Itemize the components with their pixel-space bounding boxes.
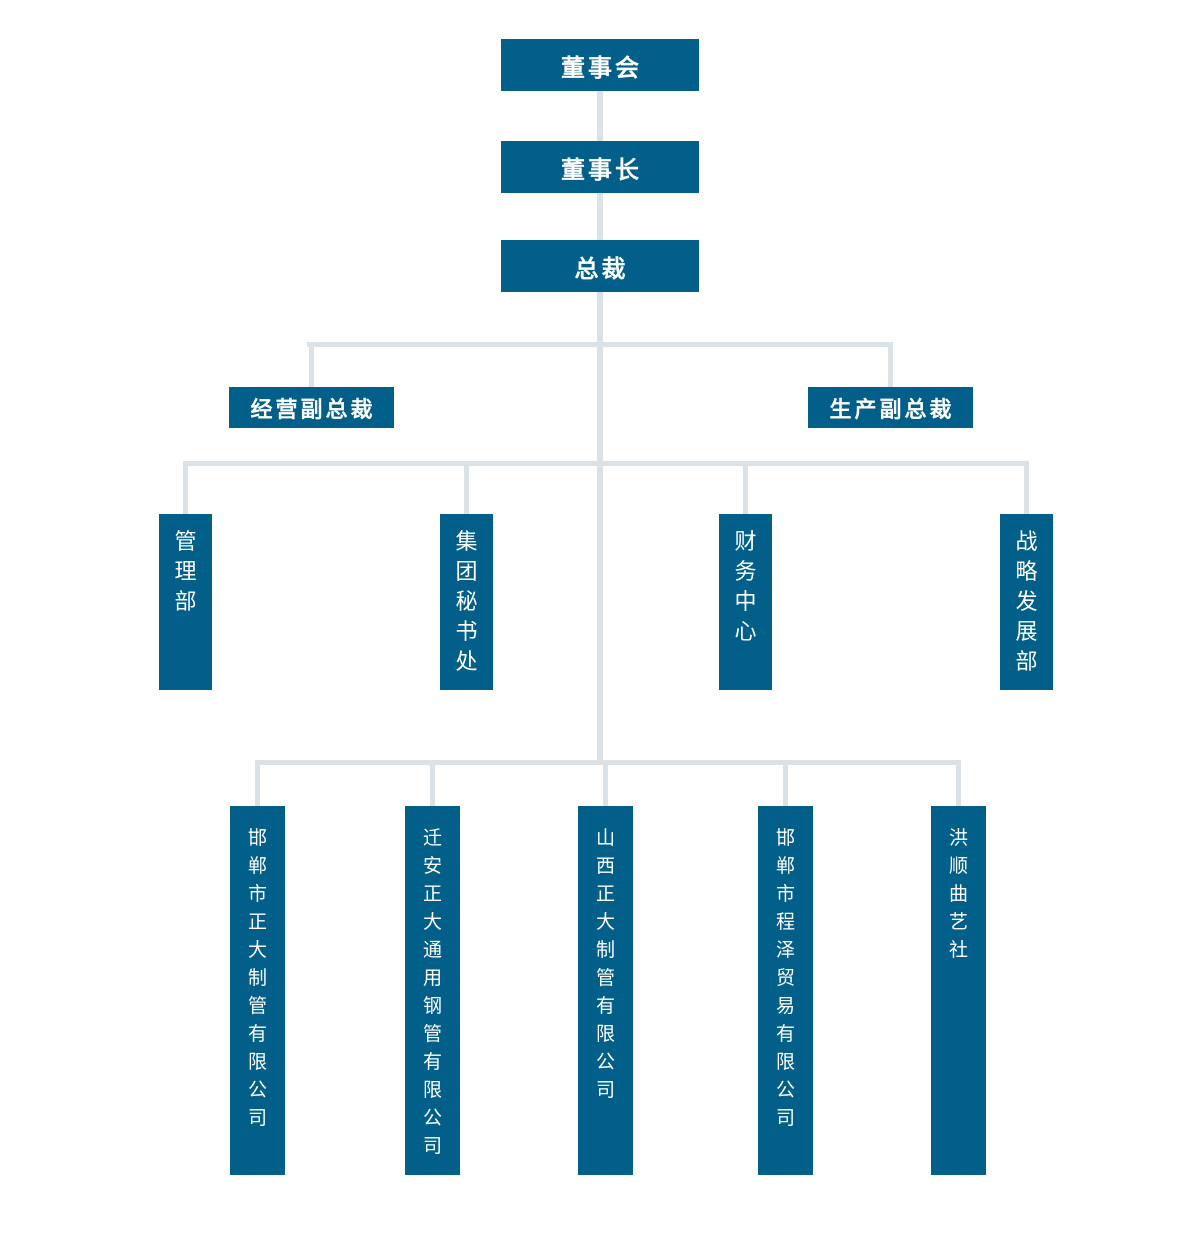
- org-box-dept-strategic-development: 战 略 发 展 部: [1000, 514, 1053, 690]
- org-box-dept-management: 管 理 部: [159, 514, 212, 690]
- connector-sub-drop-5: [956, 760, 961, 806]
- connector-vp-left-drop: [309, 342, 314, 387]
- connector-sub-horizontal: [255, 760, 961, 765]
- connector-chairman-president: [597, 192, 603, 240]
- org-box-president-label: 总裁: [574, 253, 629, 283]
- connector-sub-drop-4: [783, 760, 788, 806]
- org-box-sub-qianan-zhengda-steel-pipe-label: 迁 安 正 大 通 用 钢 管 有 限 公 司: [422, 827, 442, 1157]
- org-box-vp-production-label: 生产副总裁: [829, 396, 955, 423]
- connector-sub-drop-2: [430, 760, 435, 806]
- connector-dept-drop-3: [743, 461, 748, 514]
- connector-dept-drop-4: [1024, 461, 1029, 514]
- org-box-dept-group-secretariat-label: 集 团 秘 书 处: [455, 530, 478, 675]
- org-box-sub-shanxi-zhengda-pipe: 山 西 正 大 制 管 有 限 公 司: [578, 806, 633, 1175]
- org-box-president: 总裁: [501, 240, 699, 292]
- org-box-chairman: 董事长: [501, 141, 699, 193]
- connector-board-chairman: [597, 91, 603, 141]
- org-box-sub-handan-zhengda-pipe: 邯 郸 市 正 大 制 管 有 限 公 司: [230, 806, 285, 1175]
- connector-main-vertical: [597, 292, 603, 765]
- org-box-board-label: 董事会: [561, 52, 642, 82]
- org-box-sub-shanxi-zhengda-pipe-label: 山 西 正 大 制 管 有 限 公 司: [595, 827, 615, 1101]
- connector-sub-drop-1: [255, 760, 260, 806]
- org-box-chairman-label: 董事长: [561, 154, 642, 184]
- org-box-sub-qianan-zhengda-steel-pipe: 迁 安 正 大 通 用 钢 管 有 限 公 司: [405, 806, 460, 1175]
- connector-sub-drop-3: [603, 760, 608, 806]
- org-box-vp-production: 生产副总裁: [808, 387, 973, 428]
- org-box-sub-hongshun-quyi-society-label: 洪 顺 曲 艺 社: [948, 827, 968, 961]
- org-box-sub-handan-zhengda-pipe-label: 邯 郸 市 正 大 制 管 有 限 公 司: [247, 827, 267, 1129]
- org-box-dept-finance-center-label: 财 务 中 心: [734, 530, 757, 645]
- connector-dept-horizontal: [183, 461, 1029, 466]
- connector-dept-drop-1: [183, 461, 188, 514]
- connector-dept-drop-2: [464, 461, 469, 514]
- org-box-dept-management-label: 管 理 部: [174, 530, 197, 615]
- org-box-dept-group-secretariat: 集 团 秘 书 处: [440, 514, 493, 690]
- connector-vp-right-drop: [888, 342, 893, 387]
- org-box-sub-handan-chengze-trade: 邯 郸 市 程 泽 贸 易 有 限 公 司: [758, 806, 813, 1175]
- connector-vp-horizontal: [307, 342, 893, 347]
- org-box-vp-operations: 经营副总裁: [229, 387, 394, 428]
- org-box-dept-strategic-development-label: 战 略 发 展 部: [1015, 530, 1038, 675]
- org-box-dept-finance-center: 财 务 中 心: [719, 514, 772, 690]
- org-box-board: 董事会: [501, 39, 699, 91]
- org-box-sub-hongshun-quyi-society: 洪 顺 曲 艺 社: [931, 806, 986, 1175]
- org-box-vp-operations-label: 经营副总裁: [250, 396, 376, 423]
- org-box-sub-handan-chengze-trade-label: 邯 郸 市 程 泽 贸 易 有 限 公 司: [775, 827, 795, 1129]
